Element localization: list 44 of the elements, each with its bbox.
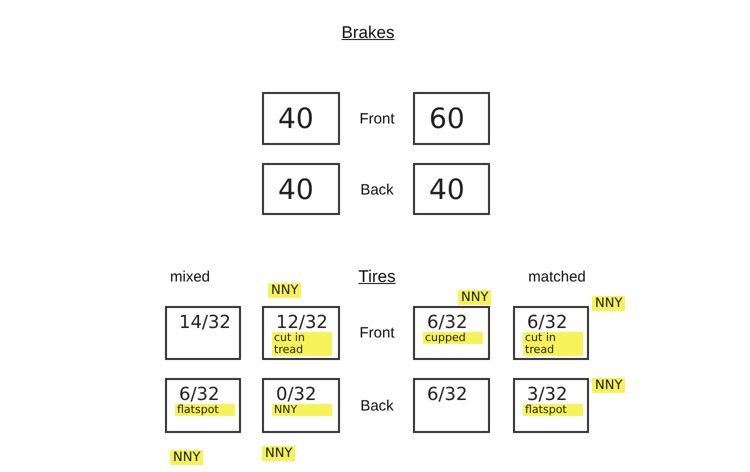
row-label: matched (528, 268, 586, 286)
handwritten-value: 12/32 (276, 312, 328, 333)
handwritten-value: 0/32 (276, 384, 316, 405)
handwritten-value: 14/32 (179, 312, 231, 333)
highlighted-note: cut in tread (272, 332, 332, 356)
highlighted-note: NNY (592, 296, 626, 311)
value-box (165, 306, 241, 360)
highlighted-note: NNY (170, 450, 204, 465)
highlighted-note: NNY (458, 290, 492, 305)
highlighted-note: NNY (272, 404, 332, 416)
handwritten-value: 6/32 (179, 384, 220, 405)
highlighted-note: flatspot (523, 404, 583, 416)
value-box (262, 378, 340, 433)
value-box (413, 306, 490, 360)
highlighted-note: cupped (423, 332, 483, 344)
row-label: Back (360, 398, 394, 414)
value-box (513, 306, 589, 360)
highlighted-note: NNY (262, 446, 296, 461)
value-box (262, 306, 340, 360)
handwritten-value: 60 (429, 102, 465, 135)
highlighted-note: NNY (592, 378, 626, 393)
highlighted-note: flatspot (175, 404, 235, 416)
value-box (513, 378, 589, 433)
row-label: mixed (170, 268, 210, 286)
handwritten-value: 40 (429, 173, 465, 206)
handwritten-value: 6/32 (427, 312, 468, 333)
handwritten-value: 40 (278, 102, 314, 135)
row-label: Front (360, 110, 394, 128)
highlighted-note: NNY (268, 283, 302, 298)
value-box (413, 378, 490, 433)
value-box (262, 92, 340, 145)
row-label: Front (360, 324, 394, 342)
section-heading: Tires (358, 267, 396, 287)
row-label: Back (360, 182, 394, 198)
handwritten-value: 6/32 (427, 384, 468, 405)
handwritten-value: 40 (278, 173, 314, 206)
handwritten-value: 6/32 (527, 312, 568, 333)
value-box (413, 163, 490, 215)
value-box (413, 92, 490, 145)
value-box (262, 163, 340, 215)
value-box (165, 378, 241, 433)
handwritten-value: 3/32 (527, 384, 568, 405)
highlighted-note: cut in tread (523, 332, 583, 356)
section-heading: Brakes (342, 23, 394, 43)
